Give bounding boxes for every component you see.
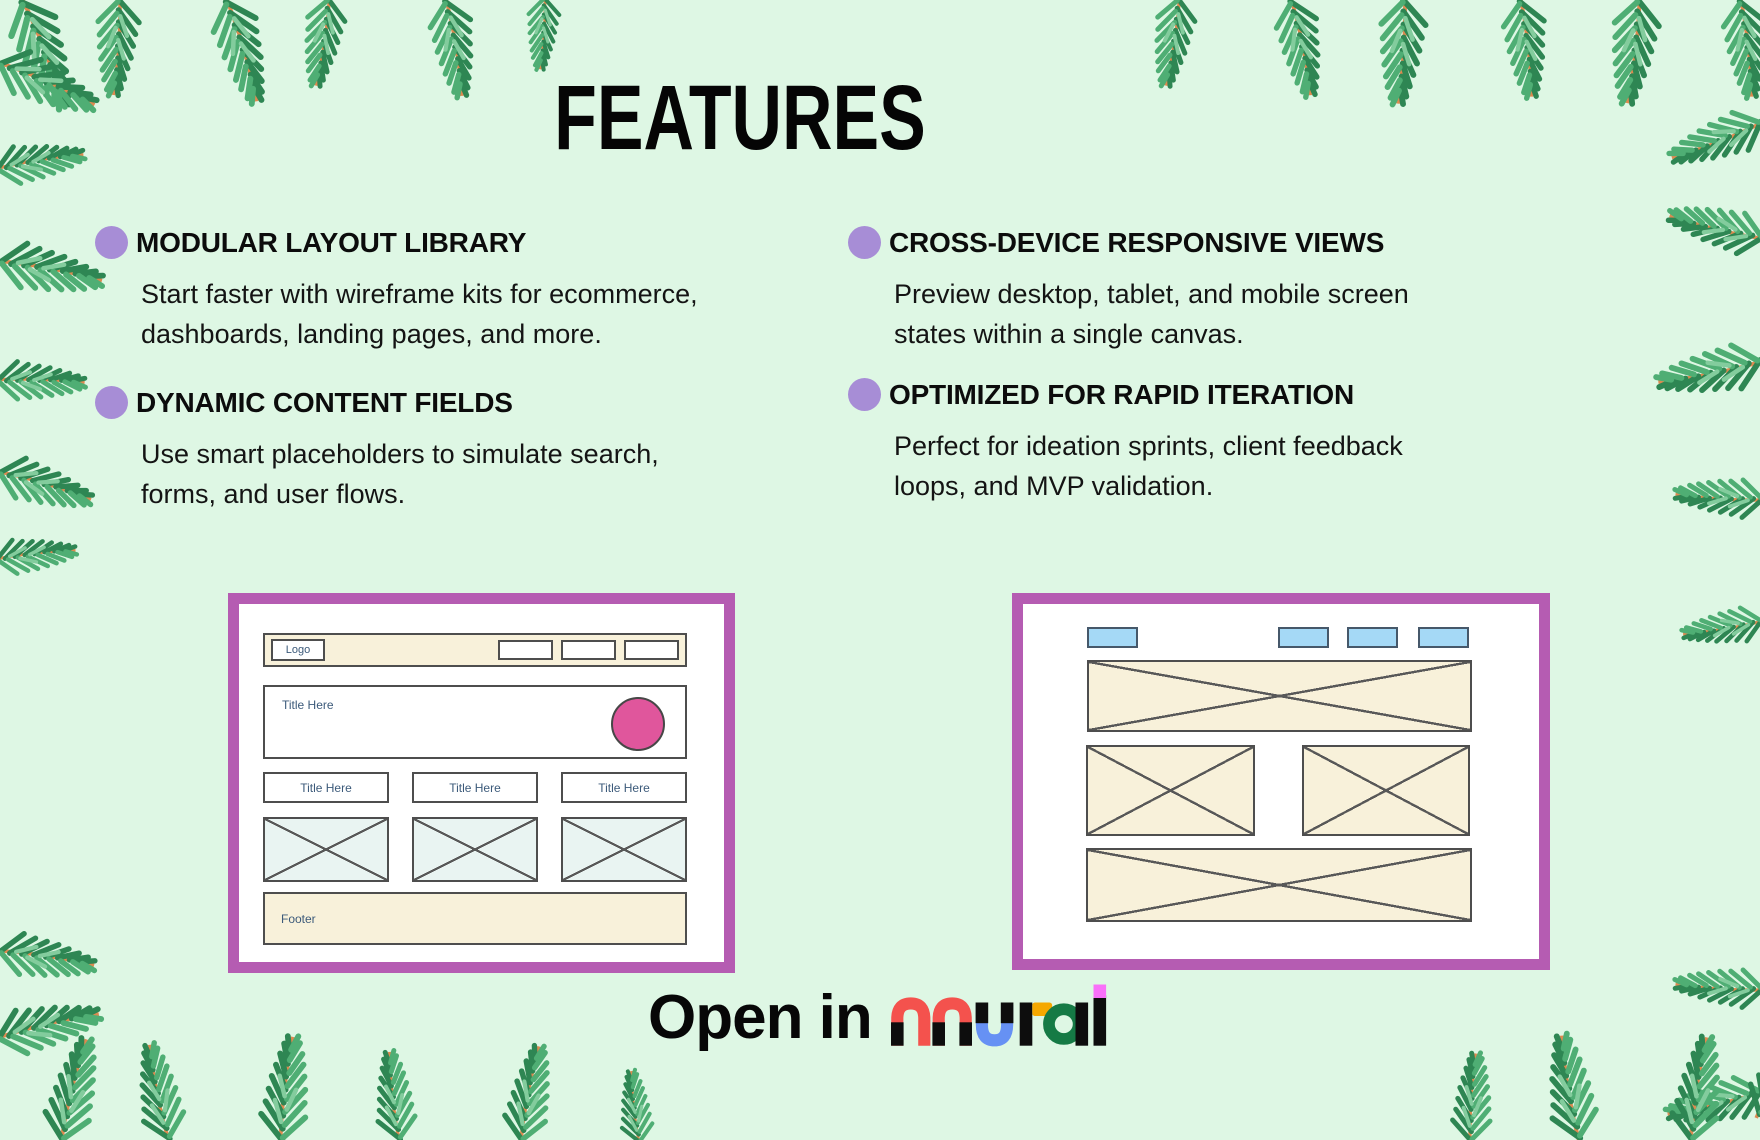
wireframe-nav-box bbox=[561, 640, 616, 660]
wireframe-nav-chip bbox=[1418, 627, 1469, 648]
wireframe-hero-box: Title Here bbox=[263, 685, 687, 759]
open-in-label: Open in bbox=[648, 983, 873, 1052]
feature-title: OPTIMIZED FOR RAPID ITERATION bbox=[889, 378, 1355, 410]
wireframe-card-row: Title Here Title Here Title Here bbox=[263, 772, 687, 803]
feature-item-cross-device-responsive-views: CROSS-DEVICE RESPONSIVE VIEWS Preview de… bbox=[848, 226, 1409, 354]
wireframe-image-placeholder bbox=[412, 817, 538, 882]
feature-title: MODULAR LAYOUT LIBRARY bbox=[136, 226, 527, 258]
feature-description: Start faster with wireframe kits for eco… bbox=[141, 279, 698, 349]
wireframe-logo-box: Logo bbox=[271, 639, 325, 661]
wireframe-nav-box bbox=[498, 640, 553, 660]
feature-item-dynamic-content-fields: DYNAMIC CONTENT FIELDS Use smart placeho… bbox=[95, 386, 659, 514]
feature-title: CROSS-DEVICE RESPONSIVE VIEWS bbox=[889, 226, 1385, 258]
circle-bullet-icon bbox=[95, 386, 128, 419]
feature-description: Preview desktop, tablet, and mobile scre… bbox=[894, 279, 1409, 349]
wireframe-nav-boxes bbox=[498, 640, 679, 660]
feature-item-modular-layout-library: MODULAR LAYOUT LIBRARY Start faster with… bbox=[95, 226, 698, 354]
wireframe-header-bar: Logo bbox=[263, 633, 687, 667]
wireframe-footer-bar: Footer bbox=[263, 892, 687, 945]
circle-bullet-icon bbox=[848, 378, 881, 411]
circle-bullet-icon bbox=[95, 226, 128, 259]
feature-description: Perfect for ideation sprints, client fee… bbox=[894, 431, 1403, 501]
wireframe-image-placeholder bbox=[561, 817, 687, 882]
wireframe-responsive-image bbox=[1012, 593, 1550, 970]
wireframe-nav-box bbox=[624, 640, 679, 660]
wireframe-banner-placeholder bbox=[1087, 660, 1472, 732]
wireframe-bottom-banner-placeholder bbox=[1086, 848, 1472, 922]
feature-item-optimized-for-rapid-iteration: OPTIMIZED FOR RAPID ITERATION Perfect fo… bbox=[848, 378, 1403, 506]
circle-bullet-icon bbox=[848, 226, 881, 259]
mural-logo bbox=[890, 984, 1106, 1047]
feature-title: DYNAMIC CONTENT FIELDS bbox=[136, 386, 513, 418]
wireframe-nav-chip bbox=[1347, 627, 1398, 648]
feature-description: Use smart placeholders to simulate searc… bbox=[141, 439, 659, 509]
wireframe-image-placeholder bbox=[1302, 745, 1470, 836]
wireframe-image-placeholder bbox=[1086, 745, 1255, 836]
wireframe-card-title-box: Title Here bbox=[412, 772, 538, 803]
wireframe-image-placeholder bbox=[263, 817, 389, 882]
wireframe-hero-title: Title Here bbox=[282, 698, 334, 712]
wireframe-card-title-box: Title Here bbox=[263, 772, 389, 803]
wireframe-desktop-image: Logo Title Here Title Here Title Here Ti… bbox=[228, 593, 735, 973]
wireframe-avatar-circle bbox=[611, 697, 665, 751]
wireframe-image-row bbox=[263, 817, 687, 882]
wireframe-nav-chip bbox=[1087, 627, 1138, 648]
wireframe-nav-chip bbox=[1278, 627, 1329, 648]
page-title: FEATURES bbox=[554, 67, 926, 169]
open-in-mural-link[interactable]: Open in bbox=[648, 980, 1110, 1049]
wireframe-card-title-box: Title Here bbox=[561, 772, 687, 803]
